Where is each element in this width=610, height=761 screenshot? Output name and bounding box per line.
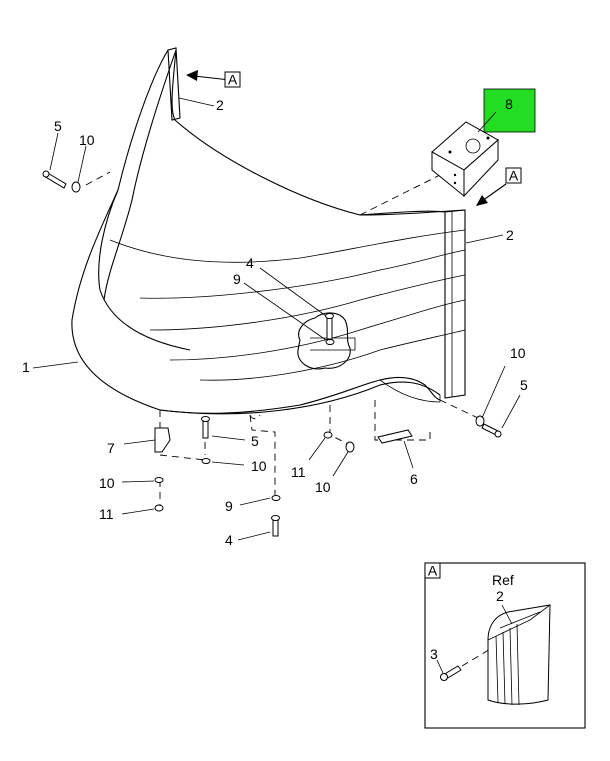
callout-4-mid: 4 [246, 255, 254, 271]
view-ref-top: A [228, 72, 238, 88]
highlight-box-8 [483, 88, 536, 133]
callout-11-mid: 11 [291, 464, 306, 480]
clip-6 [377, 429, 413, 444]
callout-8: 8 [505, 96, 513, 112]
fastener-parts [42, 170, 502, 537]
leader-lines [32, 97, 521, 541]
view-ref-right: A [509, 168, 519, 184]
callout-10-right: 10 [510, 345, 526, 361]
callout-10-low: 10 [315, 479, 331, 495]
washer-9-mid [325, 339, 335, 345]
callout-2-top: 2 [216, 97, 224, 113]
inset-ref-label: Ref [492, 572, 514, 588]
nut-11-mid [323, 431, 333, 439]
fender-body [71, 47, 466, 415]
washer-10-lowleft [154, 477, 164, 483]
callout-5-left: 5 [54, 118, 62, 134]
view-arrow-top [186, 70, 241, 88]
view-arrow-right [476, 167, 522, 206]
inset-view-ref: A [428, 563, 438, 579]
callout-1: 1 [22, 359, 30, 375]
bolt-4-mid [326, 316, 333, 340]
callout-10-left: 10 [79, 132, 95, 148]
callout-5-mid: 5 [251, 433, 259, 449]
callout-9-mid: 9 [233, 271, 241, 287]
washer-10-right [475, 415, 485, 427]
washer-10-left [71, 181, 81, 193]
callout-9-bot: 9 [225, 498, 233, 514]
bracket-7 [154, 427, 171, 453]
callout-10-mid: 10 [251, 458, 267, 474]
callout-11-left: 11 [99, 506, 114, 522]
nut-11-lowleft [154, 504, 164, 512]
assembly-dash-lines [85, 171, 479, 505]
inset-callout-3: 3 [430, 646, 438, 662]
callout-10-lowleft: 10 [99, 475, 115, 491]
callout-5-right: 5 [520, 377, 528, 393]
bracket-8 [431, 121, 499, 198]
washer-9-low [271, 495, 281, 501]
callout-7: 7 [107, 440, 115, 456]
bolt-5-mid [202, 419, 209, 439]
callout-6: 6 [410, 471, 418, 487]
washer-10-low [345, 441, 355, 453]
washer-10-mid [201, 458, 211, 464]
callout-4-bot: 4 [225, 532, 233, 548]
inset-callout-2: 2 [496, 588, 504, 604]
callout-2-right: 2 [506, 227, 514, 243]
inset-detail-a [424, 562, 586, 729]
